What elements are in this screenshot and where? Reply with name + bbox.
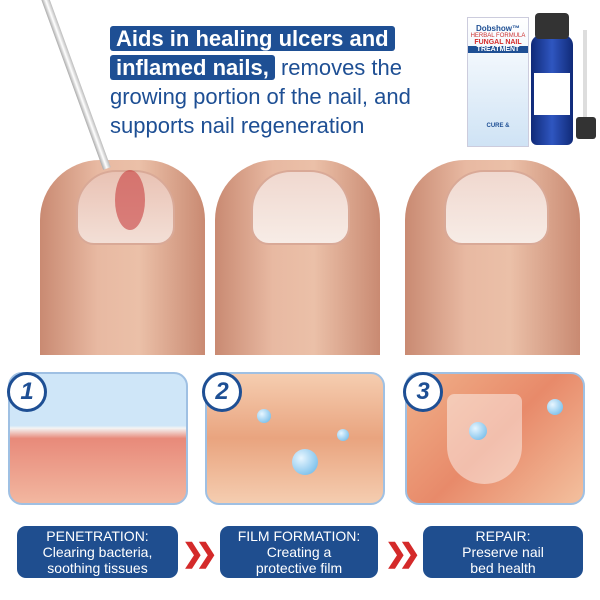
product-tagline: CURE & xyxy=(486,123,510,129)
step-3-number: 3 xyxy=(403,372,443,412)
step-1-desc-2: soothing tissues xyxy=(47,560,148,576)
headline-text-4: supports nail regeneration xyxy=(110,113,365,138)
headline-highlight-1: Aids in healing ulcers and xyxy=(110,26,395,51)
step-2-title: FILM FORMATION: xyxy=(237,528,361,544)
brush-cap xyxy=(576,117,596,139)
step-3-desc-1: Preserve nail xyxy=(462,544,544,560)
toe-before xyxy=(40,150,205,355)
step-2-desc-2: protective film xyxy=(255,560,343,576)
product-image: Dobshow™ HERBAL FORMULA FUNGAL NAIL TREA… xyxy=(465,5,600,150)
product-brand: Dobshow™ xyxy=(476,24,520,33)
toe-during xyxy=(215,150,380,355)
step-1-label: PENETRATION: Clearing bacteria, soothing… xyxy=(17,526,178,578)
headline-text-3: growing portion of the nail, and xyxy=(110,84,411,109)
product-bottle xyxy=(531,13,573,145)
chevron-right-icon: ❯❯ xyxy=(385,538,420,568)
step-2-number: 2 xyxy=(202,372,242,412)
step-3-label: REPAIR: Preserve nail bed health xyxy=(423,526,583,578)
applicator-brush xyxy=(38,0,111,170)
product-type: TREATMENT xyxy=(468,46,528,53)
headline-highlight-2: inflamed nails, xyxy=(110,55,275,80)
step-3-title: REPAIR: xyxy=(475,528,531,544)
headline: Aids in healing ulcers and inflamed nail… xyxy=(110,24,470,140)
step-2-label: FILM FORMATION: Creating a protective fi… xyxy=(220,526,378,578)
step-1-title: PENETRATION: xyxy=(46,528,149,544)
toe-after xyxy=(405,150,580,355)
product-name: FUNGAL NAIL xyxy=(474,39,522,46)
step-3-desc-2: bed health xyxy=(470,560,536,576)
product-subtitle: HERBAL FORMULA xyxy=(470,33,526,39)
chevron-right-icon: ❯❯ xyxy=(182,538,217,568)
step-1-desc-1: Clearing bacteria, xyxy=(42,544,153,560)
product-box: Dobshow™ HERBAL FORMULA FUNGAL NAIL TREA… xyxy=(467,17,529,147)
brush-applicator xyxy=(583,30,587,120)
step-1-number: 1 xyxy=(7,372,47,412)
step-2-desc-1: Creating a xyxy=(266,544,332,560)
headline-text-2: removes the xyxy=(274,55,402,80)
